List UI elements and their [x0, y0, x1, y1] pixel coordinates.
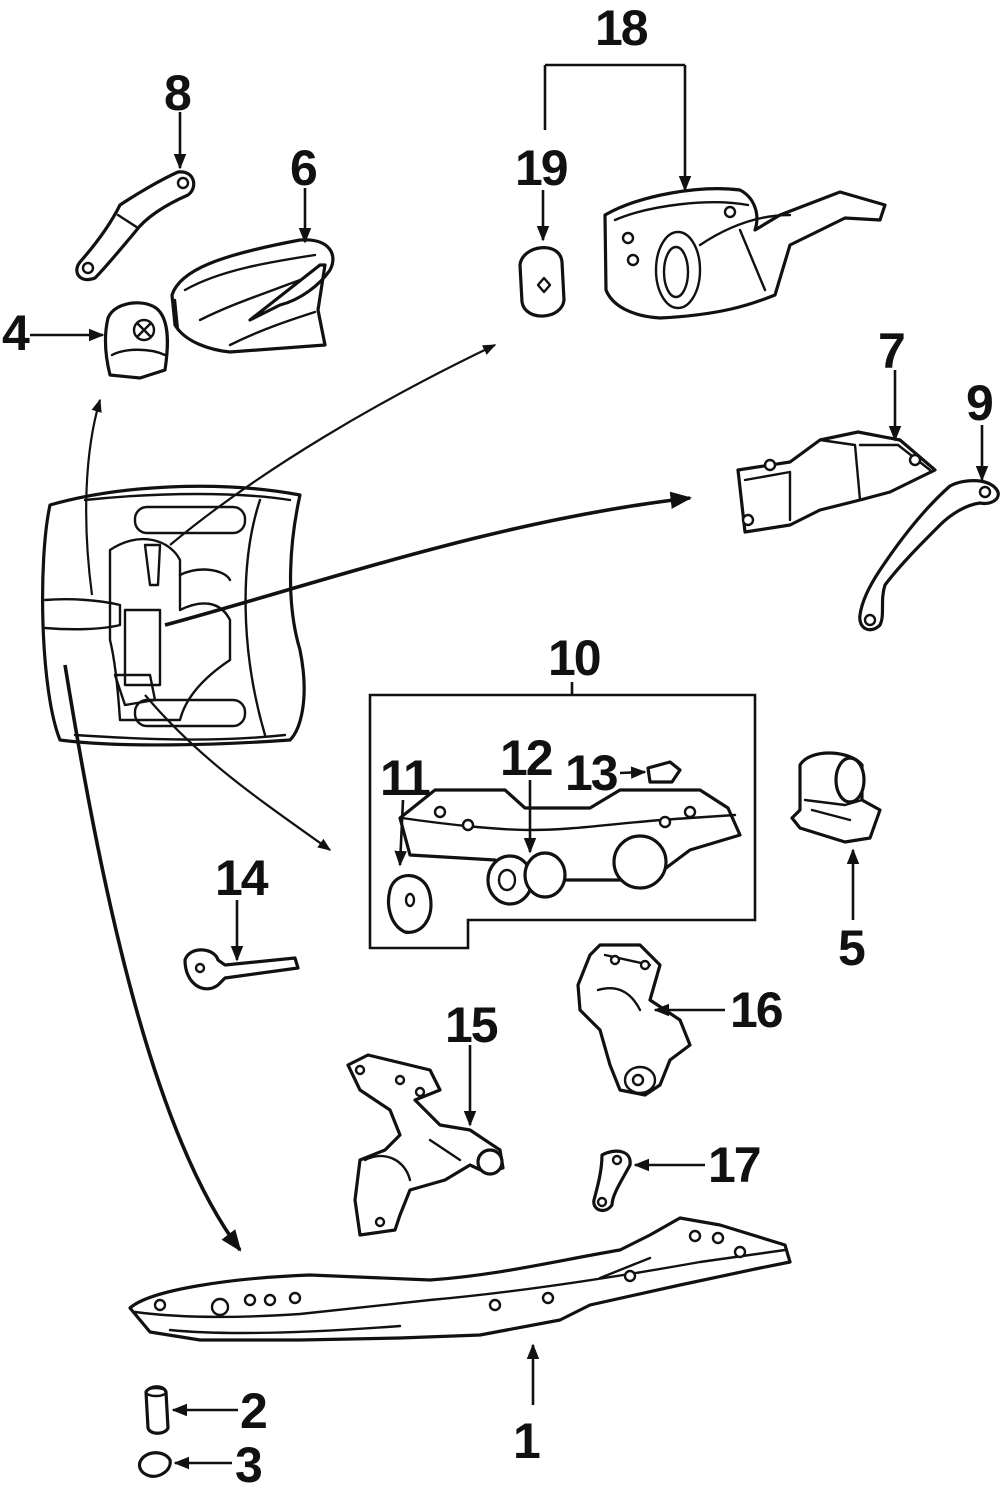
- part-6-mount-bracket: [170, 238, 335, 354]
- callout-4: 4: [2, 305, 30, 361]
- part-8-torque-rod: [75, 170, 196, 282]
- callout-13: 13: [565, 745, 617, 801]
- part-3-washer: [137, 1451, 172, 1478]
- part-17-link: [592, 1149, 632, 1213]
- callout-8: 8: [164, 65, 191, 121]
- callout-5: 5: [838, 920, 865, 976]
- callout-arrows: [30, 63, 989, 1470]
- callout-6: 6: [290, 140, 316, 196]
- part-15-bracket: [346, 1053, 505, 1237]
- callout-1: 1: [513, 1413, 540, 1469]
- callout-9: 9: [966, 375, 992, 431]
- part-5-mount: [790, 751, 882, 844]
- callout-11: 11: [380, 750, 430, 806]
- callout-14: 14: [215, 850, 269, 906]
- callout-12: 12: [500, 730, 552, 786]
- part-18-engine-mount: [603, 187, 887, 320]
- part-2-sleeve: [144, 1385, 170, 1435]
- callout-15: 15: [445, 997, 498, 1053]
- part-7-transmission-mount: [736, 430, 937, 534]
- part-14-bolt: [183, 948, 300, 991]
- callout-17: 17: [708, 1137, 760, 1193]
- part-16-mount: [576, 943, 692, 1097]
- part-10-kit-box: [368, 682, 757, 950]
- callout-10: 10: [548, 630, 600, 686]
- part-9-torque-rod: [858, 479, 1000, 632]
- engine-leader-lines: [63, 344, 693, 1252]
- callout-7: 7: [878, 323, 904, 379]
- callout-3: 3: [235, 1437, 261, 1488]
- part-4-mount: [103, 301, 169, 380]
- engine-overview: [41, 484, 306, 747]
- part-19-insert: [518, 246, 566, 318]
- callout-2: 2: [240, 1383, 266, 1439]
- part-1-crossmember: [128, 1216, 792, 1342]
- callout-19: 19: [515, 140, 567, 196]
- callout-16: 16: [730, 982, 782, 1038]
- callout-18: 18: [595, 0, 648, 56]
